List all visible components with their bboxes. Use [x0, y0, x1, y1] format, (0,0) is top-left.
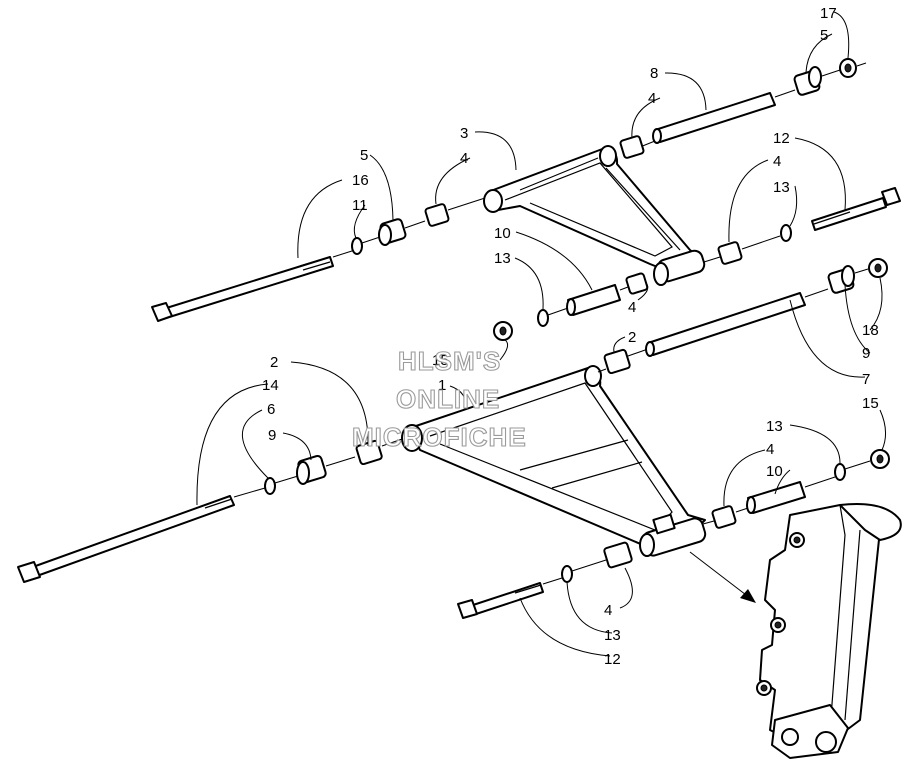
lower-right-flanged-bushing — [827, 265, 855, 294]
lower-long-bolt — [17, 495, 235, 583]
upper-right-flanged-bushing — [793, 66, 822, 96]
callout-13-b: 13 — [494, 250, 511, 267]
callout-15-a: 15 — [432, 352, 449, 369]
assembly-arrow — [689, 551, 756, 603]
upper-a-arm — [483, 145, 706, 286]
lower-right-lock-nut — [870, 449, 890, 469]
lower-right-bushing — [711, 505, 737, 529]
callout-4-e: 4 — [766, 441, 774, 458]
callout-4-a: 4 — [648, 90, 656, 107]
upper-left-washer — [351, 237, 363, 255]
lower-front-washer — [561, 565, 573, 583]
upper-long-bolt — [151, 256, 334, 322]
upper-left-flanged-bushing — [378, 218, 407, 246]
lower-sleeve-tube — [647, 292, 806, 356]
callout-13-c: 13 — [766, 418, 783, 435]
lower-spacer-tube — [747, 481, 806, 514]
upper-short-bolt — [811, 187, 901, 231]
lower-top-lock-nut — [868, 258, 888, 278]
callout-18: 18 — [862, 322, 879, 339]
lower-top-bushing — [603, 348, 631, 375]
upper-left-bushing — [424, 203, 450, 227]
upper-sleeve-tube — [654, 92, 776, 143]
lower-front-bushing — [603, 541, 633, 569]
callout-5-left: 5 — [360, 147, 368, 164]
watermark-line-3: MICROFICHE — [352, 422, 527, 452]
callout-4-f: 4 — [604, 602, 612, 619]
callout-13-a: 13 — [773, 179, 790, 196]
leader-lines — [196, 11, 886, 657]
callout-8: 8 — [650, 65, 658, 82]
callout-labels: 17 5 8 4 3 5 4 16 11 12 4 13 10 13 4 15 … — [262, 5, 879, 668]
middle-washer — [537, 309, 549, 327]
watermark: HLSM'S ONLINE MICROFICHE — [351, 345, 527, 452]
lower-left-bushing — [355, 439, 383, 466]
callout-4-d: 4 — [628, 299, 636, 316]
callout-6: 6 — [267, 401, 275, 418]
callout-1: 1 — [438, 377, 446, 394]
callout-12-bot: 12 — [604, 651, 621, 668]
lower-left-flanged-bushing — [296, 454, 327, 485]
callout-3: 3 — [460, 125, 468, 142]
callout-4-b: 4 — [460, 150, 468, 167]
callout-4-c: 4 — [773, 153, 781, 170]
callout-14: 14 — [262, 377, 279, 394]
callout-12-top: 12 — [773, 130, 790, 147]
watermark-line-1: HLSM'S — [398, 346, 501, 376]
callout-9-b: 9 — [268, 427, 276, 444]
callout-9-a: 9 — [862, 345, 870, 362]
callout-7: 7 — [862, 371, 870, 388]
lower-right-washer — [834, 463, 846, 481]
callout-15-b: 15 — [862, 395, 879, 412]
middle-spacer-tube — [567, 284, 621, 316]
upper-right-washer — [780, 224, 792, 242]
steering-spindle — [756, 503, 902, 759]
middle-lock-nut — [493, 321, 513, 341]
callout-17: 17 — [820, 5, 837, 22]
callout-10-b: 10 — [766, 463, 783, 480]
callout-10-a: 10 — [494, 225, 511, 242]
callout-11: 11 — [352, 197, 368, 214]
callout-2-a: 2 — [628, 329, 636, 346]
watermark-line-2: ONLINE — [396, 384, 500, 414]
callout-13-d: 13 — [604, 627, 621, 644]
upper-top-bushing — [619, 135, 645, 159]
upper-top-lock-nut — [839, 58, 857, 78]
middle-bushing — [625, 272, 649, 295]
callout-5-top: 5 — [820, 27, 828, 44]
upper-right-bushing — [717, 241, 743, 265]
lower-a-arm — [401, 365, 707, 557]
callout-16: 16 — [352, 172, 369, 189]
lower-short-bolt — [457, 582, 544, 619]
lower-left-washer — [264, 477, 276, 495]
callout-2-b: 2 — [270, 354, 278, 371]
